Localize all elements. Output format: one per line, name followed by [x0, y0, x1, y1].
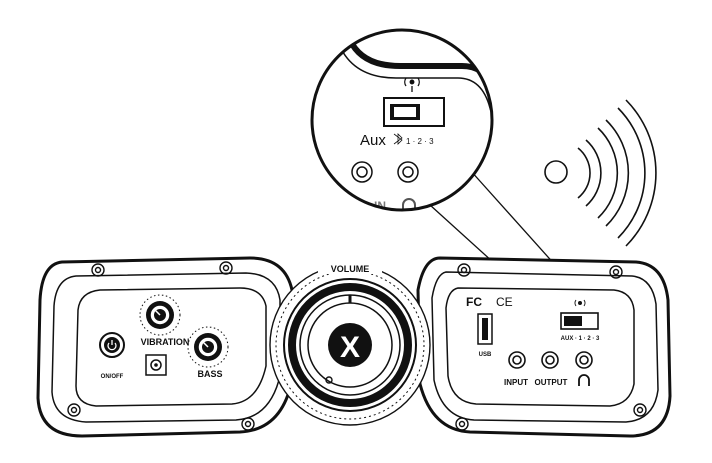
volume-label: VOLUME: [331, 264, 370, 274]
left-panel: ON/OFF VIBRATION BASS: [36, 256, 294, 438]
wireless-signal-icon: [574, 299, 586, 307]
zoom-headphone-icon: [402, 198, 416, 210]
input-jack[interactable]: [508, 351, 526, 369]
output-label: OUTPUT: [535, 378, 568, 387]
aux-panel-positions: AUX · 1 · 2 · 3: [561, 336, 600, 342]
zoom-jack-in: [351, 161, 373, 183]
power-button[interactable]: [99, 332, 125, 358]
vibration-knob[interactable]: [139, 294, 181, 336]
zoom-jack-headphone: [397, 161, 419, 183]
center-logo: X: [340, 331, 360, 364]
wireless-waves-icon: [544, 99, 657, 247]
vibration-label: VIBRATION: [141, 337, 190, 347]
volume-control: VOLUME X: [269, 262, 431, 426]
aux-selector-zoomed[interactable]: [383, 97, 445, 127]
aux-zoom-detail: Aux 1 · 2 · 3 IN: [310, 28, 494, 213]
on-off-label: ON/OFF: [101, 374, 124, 380]
usb-port[interactable]: [477, 313, 493, 345]
volume-knob[interactable]: X: [283, 278, 417, 412]
usb-label: USB: [479, 352, 492, 358]
headphone-icon: [578, 374, 590, 386]
output-jack[interactable]: [541, 351, 559, 369]
right-panel: FC CE USB INPUT OUTPUT AU: [416, 256, 672, 438]
bass-label: BASS: [197, 369, 222, 379]
wireless-signal-icon: [404, 77, 420, 92]
power-icon: [107, 340, 117, 351]
panel-screws-right: [455, 263, 647, 431]
aux-zoom-positions: 1 · 2 · 3: [406, 137, 434, 146]
aux-zoom-label: Aux: [360, 132, 386, 149]
fc-mark: FC: [466, 295, 482, 309]
ce-mark: CE: [496, 295, 513, 309]
panel-screws-left: [67, 261, 255, 431]
aux-selector-switch[interactable]: [560, 312, 599, 330]
input-label: INPUT: [504, 378, 528, 387]
zoom-in-label: IN: [374, 199, 386, 213]
bass-knob[interactable]: [187, 326, 229, 368]
headphone-jack[interactable]: [575, 351, 593, 369]
bluetooth-icon: [393, 133, 403, 145]
dc-power-jack[interactable]: [145, 354, 167, 376]
